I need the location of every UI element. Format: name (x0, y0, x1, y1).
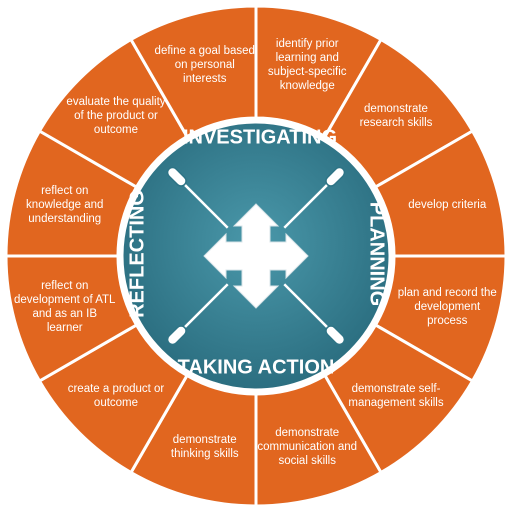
connector-cap-2 (325, 325, 346, 346)
outer-segments (4, 4, 508, 508)
diagonal-connectors (166, 166, 346, 346)
segment-label-2: demonstrate research skills (359, 102, 433, 129)
segment-label-10: reflect on knowledge and understanding (26, 184, 104, 225)
phase-label-planning: PLANNING (365, 201, 388, 307)
phase-label-reflecting: REFLECTING (126, 190, 149, 318)
segment-label-7: demonstrate thinking skills (170, 434, 239, 461)
connector-cap-1 (325, 166, 346, 187)
segment-label-5: demonstrate self-management skills (348, 383, 444, 409)
phase-label-investigating: INVESTIGATING (182, 126, 338, 149)
four-way-arrow-icon (203, 203, 309, 309)
segment-label-4: plan and record the development process (397, 287, 497, 328)
connector-cap-4 (166, 166, 187, 187)
segment-label-12: define a goal based on personal interest… (154, 44, 255, 85)
connector-cap-3 (166, 325, 187, 346)
segment-label-3: develop criteria (408, 198, 487, 211)
segment-label-9: reflect on development of ATL and as an … (14, 280, 116, 335)
phase-label-taking-action: TAKING ACTION (177, 356, 335, 379)
segment-label-6: demonstrate communication and social ski… (257, 427, 358, 468)
segment-label-8: create a product or outcome (67, 383, 165, 409)
segment-label-1: identify prior learning and subject-spec… (267, 37, 347, 92)
segment-12 (128, 4, 258, 139)
four-way-arrow-shape (203, 203, 309, 309)
segment-label-11: evaluate the quality of the product or o… (66, 95, 166, 136)
